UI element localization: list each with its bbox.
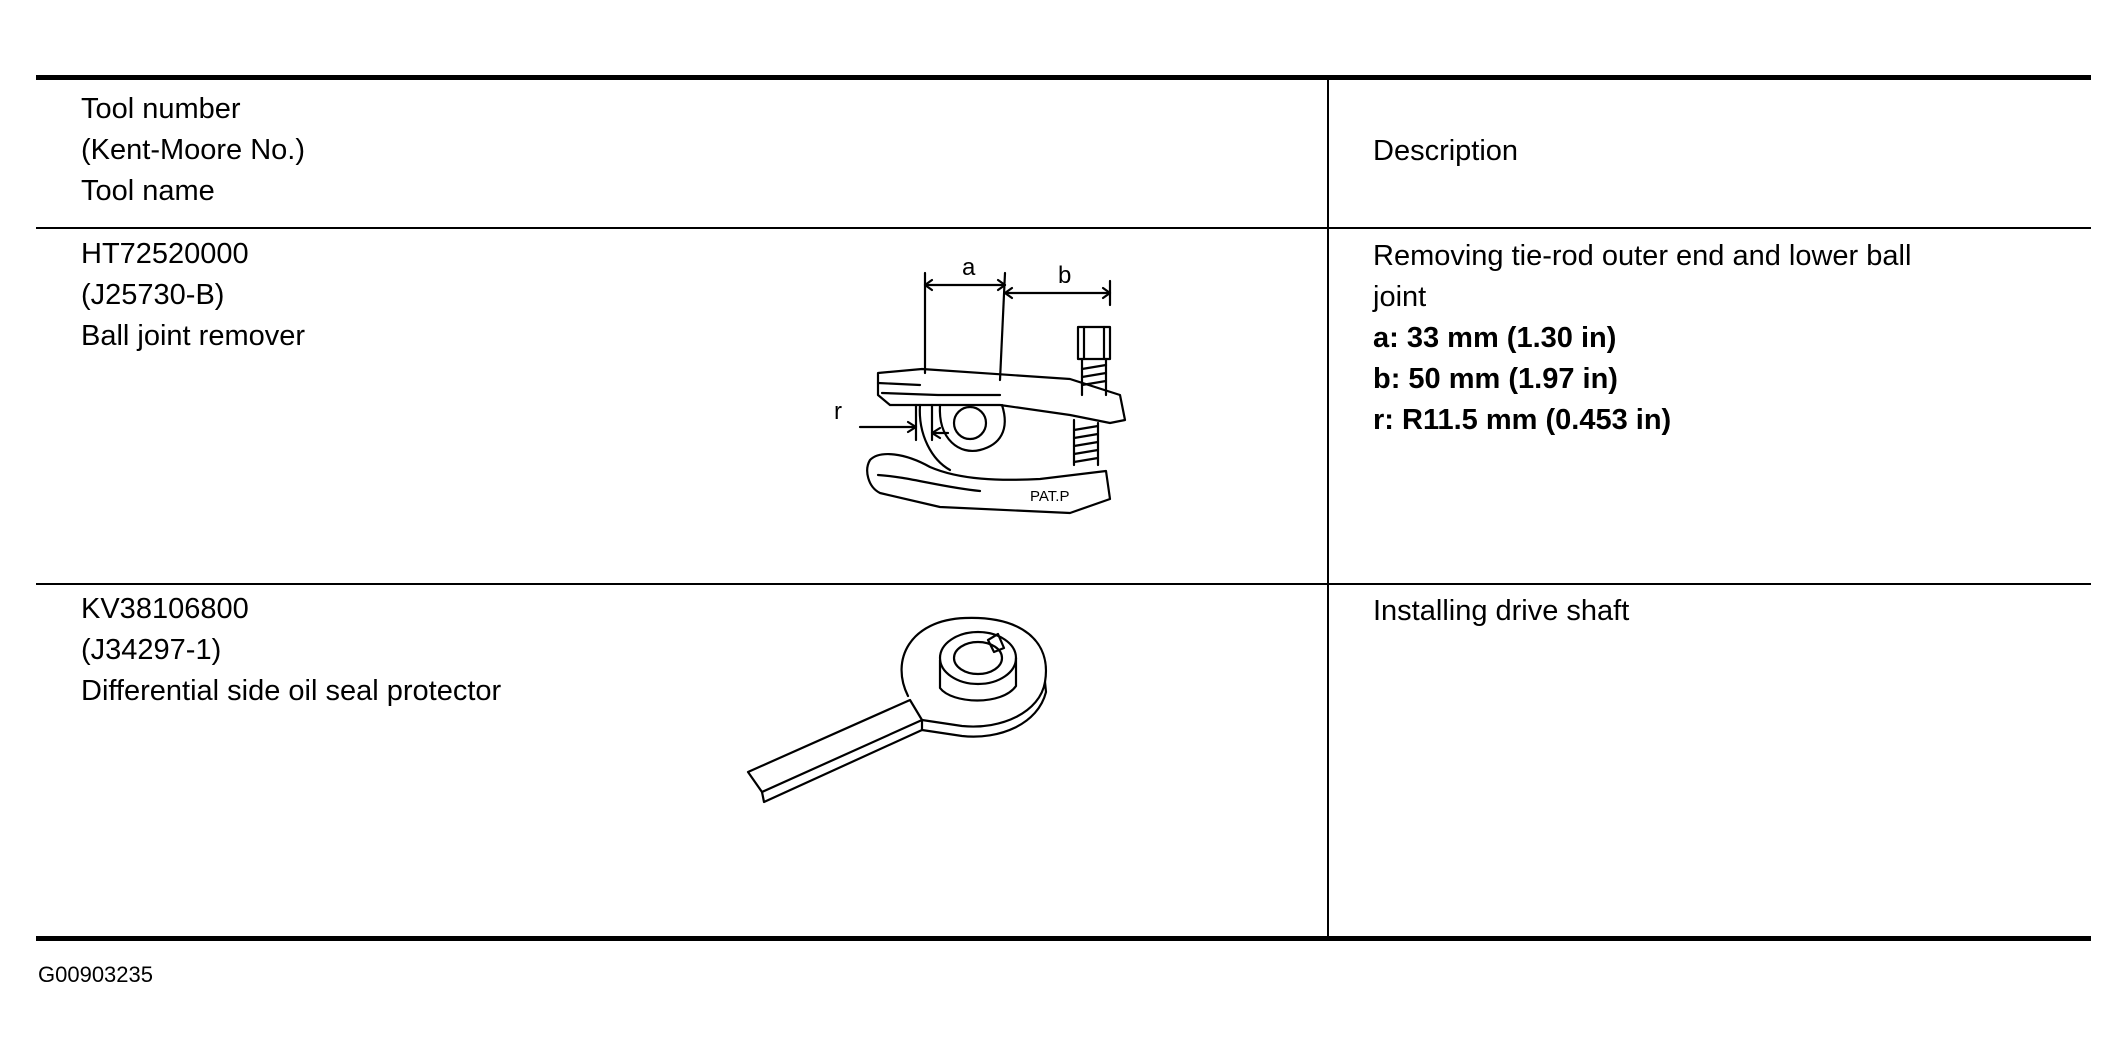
figure-code: G00903235 [38, 962, 153, 987]
header-kent-moore: (Kent-Moore No.) [81, 134, 306, 166]
header-tool-number: Tool number [81, 93, 241, 125]
column-divider [1327, 80, 1329, 936]
pat-stamp-label: PAT.P [1030, 488, 1069, 505]
dimension-r-label: r [834, 398, 842, 425]
row-1-bottom-rule [36, 583, 2091, 585]
tool-number: KV38106800 [81, 593, 249, 625]
tool-name: Ball joint remover [81, 320, 306, 352]
kent-moore-number: (J34297-1) [81, 634, 222, 666]
table-row-1-tool-info: HT72520000 (J25730-B) Ball joint remover [81, 234, 305, 357]
tool-name: Differential side oil seal protector [81, 675, 502, 707]
ball-joint-remover-illustration: a b r PAT.P [820, 245, 1150, 535]
description-line: Installing drive shaft [1373, 595, 1630, 627]
table-row-1-description: Removing tie-rod outer end and lower bal… [1373, 236, 1911, 441]
spec-r: r: R11.5 mm (0.453 in) [1373, 404, 1672, 436]
table-row-2-description: Installing drive shaft [1373, 591, 1629, 632]
table-top-rule [36, 75, 2091, 80]
header-description: Description [1373, 135, 1519, 167]
kent-moore-number: (J25730-B) [81, 279, 225, 311]
header-bottom-rule [36, 227, 2091, 229]
dimension-a-label: a [962, 254, 976, 281]
header-tool-name: Tool name [81, 175, 215, 207]
spec-a: a: 33 mm (1.30 in) [1373, 322, 1617, 354]
table-row-2-tool-info: KV38106800 (J34297-1) Differential side … [81, 589, 501, 712]
oil-seal-protector-illustration [740, 600, 1080, 820]
description-line: joint [1373, 281, 1427, 313]
dimension-b-label: b [1058, 262, 1071, 289]
description-line: Removing tie-rod outer end and lower bal… [1373, 240, 1912, 272]
table-bottom-rule [36, 936, 2091, 941]
header-tool-info: Tool number (Kent-Moore No.) Tool name [81, 89, 305, 212]
tool-number: HT72520000 [81, 238, 249, 270]
spec-b: b: 50 mm (1.97 in) [1373, 363, 1618, 395]
